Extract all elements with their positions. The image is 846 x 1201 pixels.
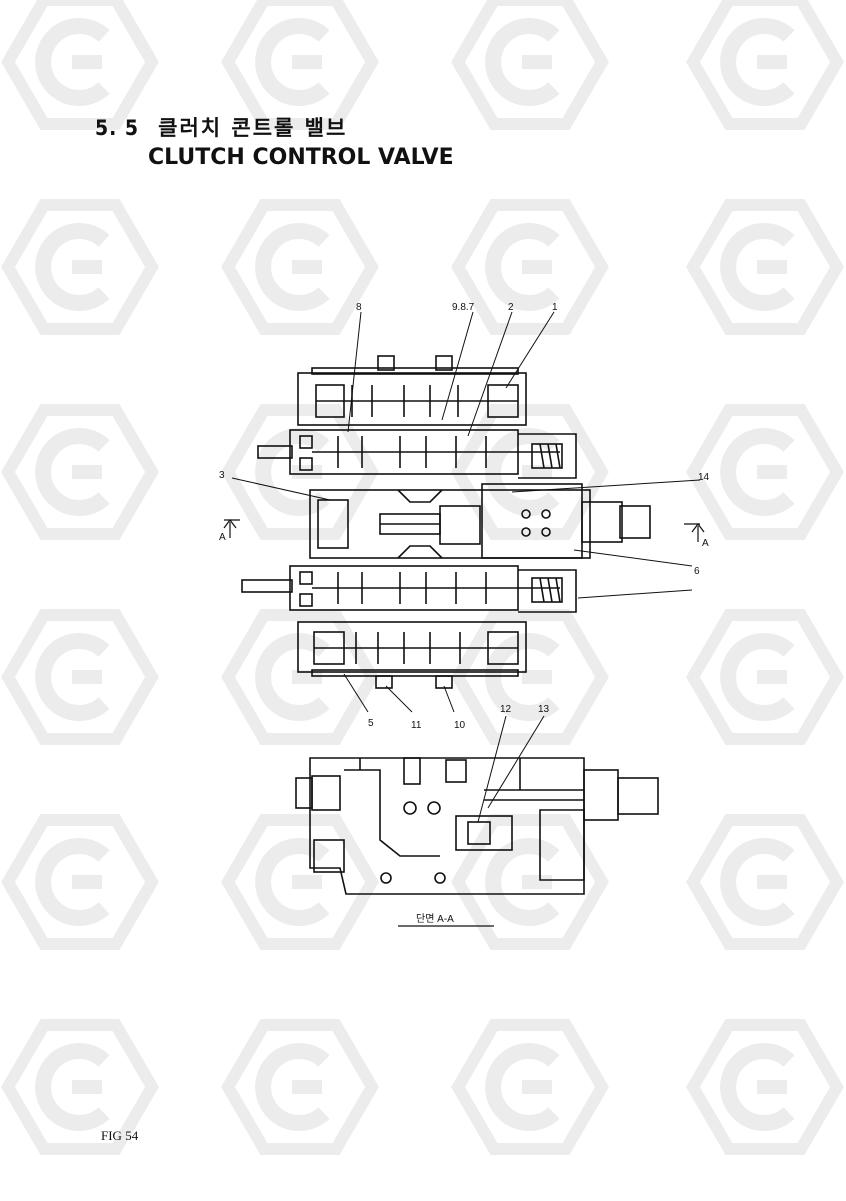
lower-spool (241, 565, 577, 613)
callout-2: 2 (508, 302, 514, 313)
callout-1: 1 (552, 302, 558, 313)
section-title-english: CLUTCH CONTROL VALVE (148, 145, 454, 170)
callout-11: 11 (411, 720, 422, 731)
callout-6: 6 (694, 566, 700, 577)
section-mark-left: A (219, 532, 226, 543)
callout-12: 12 (500, 704, 512, 715)
callout-13: 13 (538, 704, 550, 715)
callout-3: 3 (219, 470, 225, 481)
section-caption: 단면 A-A (416, 913, 454, 925)
upper-spool (257, 429, 577, 479)
main-block (309, 483, 651, 559)
bottom-spool-body (297, 621, 527, 689)
figure-label: FIG 54 (101, 1128, 139, 1143)
top-spool-body (297, 355, 527, 426)
callout-8: 8 (356, 302, 362, 313)
callout-9-8-7: 9.8.7 (452, 302, 475, 313)
section-heading: 5. 5 클러치 콘트롤 밸브 (95, 112, 347, 142)
section-number: 5. 5 (95, 116, 140, 140)
callout-10: 10 (454, 720, 466, 731)
section-mark-right: A (702, 538, 709, 549)
section-title-korean: 클러치 콘트롤 밸브 (158, 116, 348, 140)
leader-lines (231, 311, 701, 823)
section-view (295, 757, 659, 895)
callout-14: 14 (698, 472, 710, 483)
callout-5: 5 (368, 718, 374, 729)
